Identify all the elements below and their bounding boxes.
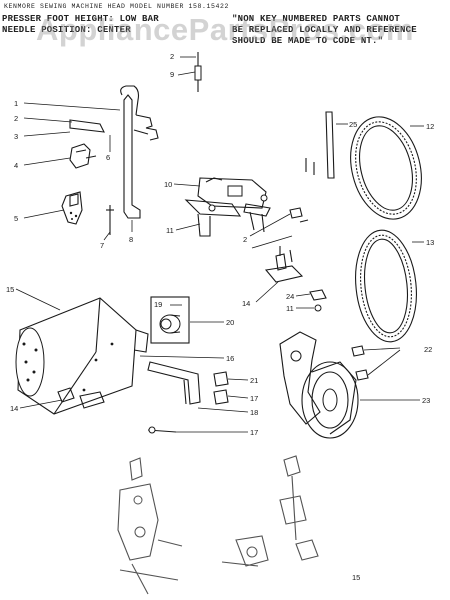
presser-bar-assembly bbox=[120, 85, 159, 219]
callout-17: 17 bbox=[250, 394, 258, 403]
presser-foot-height-note: PRESSER FOOT HEIGHT: LOW BAR bbox=[2, 14, 159, 24]
guard-screws bbox=[351, 345, 420, 401]
callout-2: 2 bbox=[170, 52, 174, 61]
callout-24: 24 bbox=[286, 292, 294, 301]
callout-22: 22 bbox=[424, 345, 432, 354]
motor-belt-upper bbox=[350, 116, 422, 220]
motor-mounting-bracket bbox=[139, 355, 225, 405]
callout-9: 9 bbox=[170, 70, 174, 79]
callout-8: 8 bbox=[129, 235, 133, 244]
callout-7: 7 bbox=[100, 241, 104, 250]
bobbin-winder-assembly bbox=[184, 177, 271, 237]
needle-clamp-part bbox=[61, 191, 83, 225]
callout-6: 6 bbox=[106, 153, 110, 162]
screw-pair bbox=[295, 289, 327, 312]
callout-11: 11 bbox=[286, 304, 294, 313]
callout-1: 1 bbox=[14, 99, 18, 108]
lower-mechanism-right bbox=[221, 455, 319, 567]
bracket-screws bbox=[197, 371, 249, 413]
motor-pulley-guard bbox=[279, 331, 359, 439]
callout-13: 13 bbox=[426, 238, 434, 247]
needle-position-note: NEEDLE POSITION: CENTER bbox=[2, 25, 131, 35]
lower-mechanism-left bbox=[117, 457, 183, 595]
callout-14: 14 bbox=[10, 404, 18, 413]
callout-2: 2 bbox=[14, 114, 18, 123]
callout-25: 25 bbox=[349, 120, 357, 129]
needle-bar-thread-guide bbox=[69, 119, 105, 169]
callout-20: 20 bbox=[226, 318, 234, 327]
callout-11: 11 bbox=[166, 226, 174, 235]
callout-17: 17 bbox=[250, 428, 258, 437]
callout-labels: 2 9 1 2 3 6 4 5 7 8 10 11 25 12 13 2 14 … bbox=[6, 52, 434, 582]
callout-4: 4 bbox=[14, 161, 18, 170]
long-screw bbox=[147, 426, 248, 434]
model-header: KENMORE SEWING MACHINE HEAD MODEL NUMBER… bbox=[4, 3, 230, 10]
small-screws bbox=[249, 158, 315, 249]
replacement-note-line2: BE REPLACED LOCALLY AND REFERENCE bbox=[232, 25, 417, 35]
callout-23: 23 bbox=[422, 396, 430, 405]
callout-21: 21 bbox=[250, 376, 258, 385]
replacement-note-line3: SHOULD BE MADE TO CODE NT." bbox=[232, 36, 384, 46]
callout-10: 10 bbox=[164, 180, 172, 189]
callout-19: 19 bbox=[154, 300, 162, 309]
callout-5: 5 bbox=[14, 214, 18, 223]
page-number: 15 bbox=[352, 573, 360, 582]
tension-bracket-part bbox=[255, 246, 304, 303]
callout-18: 18 bbox=[250, 408, 258, 417]
motor-belt-lower bbox=[355, 229, 417, 343]
sewing-motor bbox=[15, 297, 149, 415]
needle-part bbox=[106, 205, 114, 235]
motor-pulley-inset bbox=[150, 296, 190, 344]
spool-pin-rod bbox=[325, 111, 348, 179]
top-screw-part bbox=[177, 52, 202, 92]
replacement-note-line1: "NON KEY NUMBERED PARTS CANNOT bbox=[232, 14, 401, 24]
callout-16: 16 bbox=[226, 354, 234, 363]
callout-2: 2 bbox=[243, 235, 247, 244]
callout-14: 14 bbox=[242, 299, 250, 308]
callout-3: 3 bbox=[14, 132, 18, 141]
callout-12: 12 bbox=[426, 122, 434, 131]
callout-15: 15 bbox=[6, 285, 14, 294]
